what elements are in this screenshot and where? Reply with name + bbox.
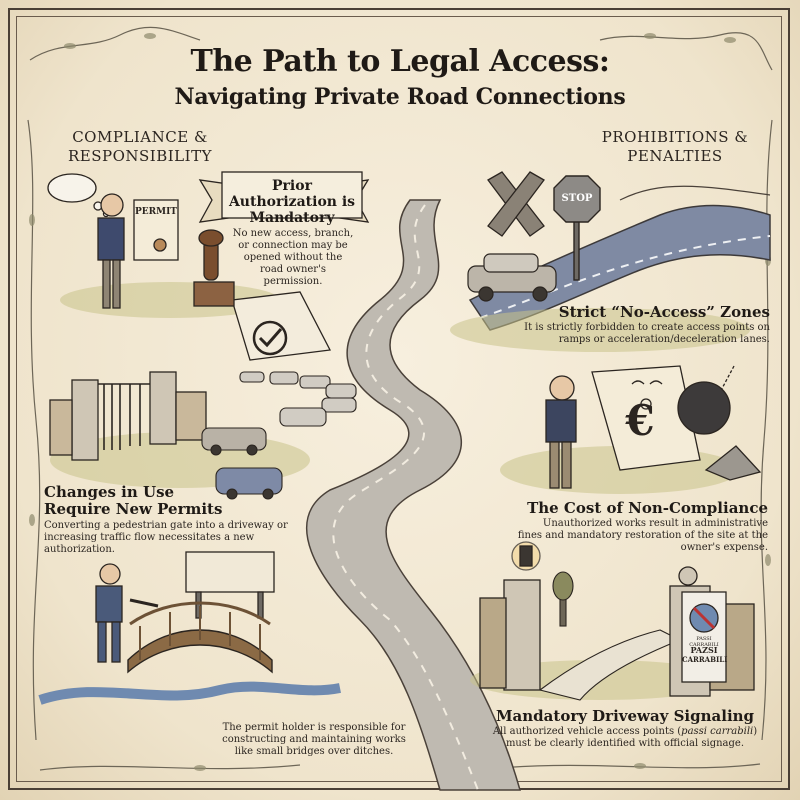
corner-ornament (8, 8, 42, 42)
x-mark-illustration (487, 171, 545, 237)
driveway-signaling-heading: Mandatory Driveway Signaling (495, 707, 755, 725)
driveway-sign-illustration (681, 591, 727, 683)
sign-label-line2: CARRABILI (682, 655, 728, 664)
euro-icon: € (625, 396, 655, 445)
stop-sign-illustration (553, 175, 601, 281)
stamp-illustration (193, 229, 332, 361)
page-title: The Path to Legal Access: (190, 44, 610, 79)
permit-label: PERMIT (135, 207, 177, 217)
corner-ornament (756, 756, 790, 790)
changes-in-use-text: Converting a pedestrian gate into a driv… (44, 520, 288, 555)
inner-frame (16, 16, 782, 782)
banner-heading: Prior Authorization is Mandatory (228, 178, 356, 226)
driveway-text-before: All authorized vehicle access points ( (492, 726, 682, 737)
sign-label-line1: PAZSI (690, 645, 718, 655)
permit-holder-text: The permit holder is responsible for con… (222, 722, 406, 757)
section-heading-right: PROHIBITIONS & PENALTIES (601, 128, 749, 165)
no-access-text: It is strictly forbidden to create acces… (524, 322, 770, 345)
driveway-text-italic: passi carrabili (681, 726, 754, 737)
changes-in-use-heading: Changes in Use Require New Permits (44, 483, 223, 518)
noncompliance-heading: The Cost of Non-Compliance (527, 499, 768, 517)
stop-sign-label: STOP (561, 193, 593, 204)
section-heading-left: COMPLIANCE & RESPONSIBILITY (68, 128, 212, 165)
page-subtitle: Navigating Private Road Connections (174, 84, 626, 110)
man-with-permit-illustration (47, 173, 179, 309)
gate-illustration (49, 371, 207, 461)
car-illustration (467, 253, 557, 302)
lamp-post-illustration (479, 541, 541, 691)
sign-top-label: PASSI CARRABILI (689, 636, 719, 648)
banner-ribbon (198, 171, 370, 223)
wrecking-ball-illustration (677, 365, 762, 481)
no-access-heading: Strict “No-Access” Zones (558, 303, 770, 321)
fine-document-illustration (591, 365, 701, 471)
winding-road (306, 199, 521, 791)
worried-man-illustration (545, 375, 577, 489)
driveway-signaling-text: All authorized vehicle access points (pa… (484, 726, 766, 750)
prior-authorization-text: No new access, branch, or connection may… (232, 228, 354, 287)
billboard-sign (185, 551, 275, 619)
outer-frame (8, 8, 790, 790)
corner-ornament (756, 8, 790, 42)
wooden-bridge-illustration (38, 601, 341, 705)
corner-ornament (8, 756, 42, 790)
driveway-text-after: ) must be clearly identified with offici… (505, 726, 758, 749)
noncompliance-text: Unauthorized works result in administrat… (517, 518, 768, 553)
car-queue (201, 371, 357, 500)
worker-illustration (95, 563, 159, 663)
